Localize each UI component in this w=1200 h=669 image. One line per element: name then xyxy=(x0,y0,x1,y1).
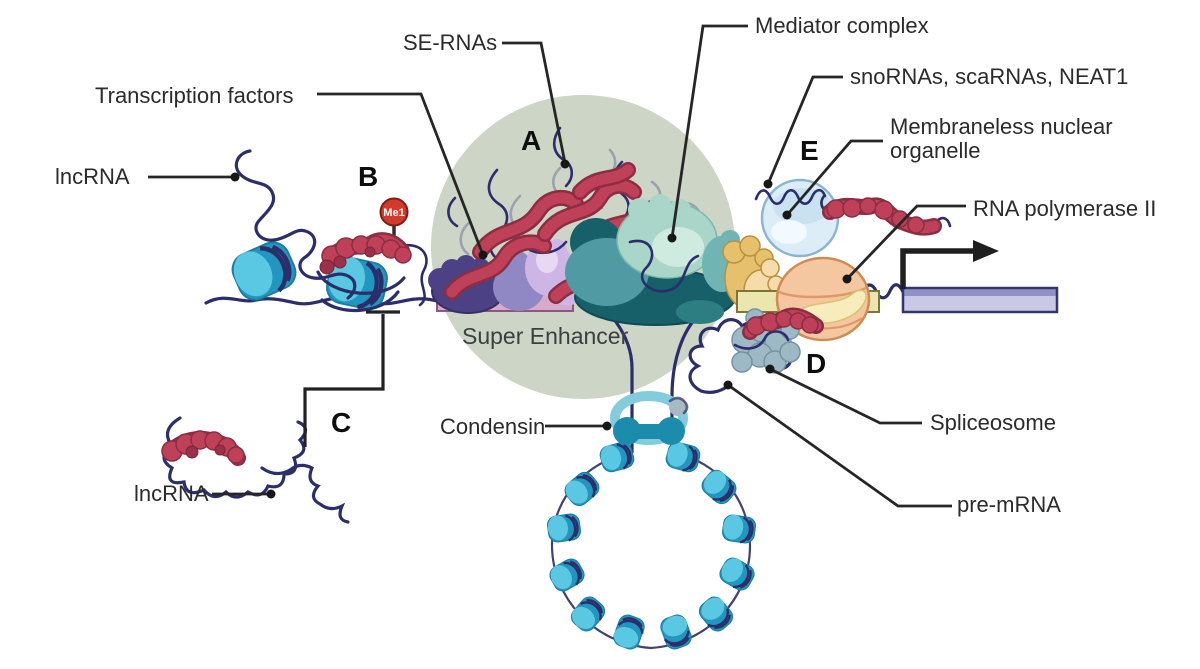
label-pre-mrna: pre-mRNA xyxy=(957,492,1061,517)
leader-pre-mrna xyxy=(723,380,952,508)
gene-body-box xyxy=(901,286,1059,314)
inhibition-arrow xyxy=(303,310,400,447)
panel-letter-c: C xyxy=(331,407,351,438)
leader-mediator xyxy=(667,24,748,243)
label-lncrna-bottom: lncRNA xyxy=(134,481,209,506)
label-condensin: Condensin xyxy=(440,414,545,439)
leader-lncrna-bottom xyxy=(212,489,276,499)
dna-right-segment xyxy=(858,283,905,300)
snorna-wave xyxy=(754,188,827,206)
leader-snornas xyxy=(763,75,843,189)
protein-chain-e xyxy=(820,194,952,236)
d-site-protein-chain xyxy=(742,307,824,340)
label-membraneless-line2: organelle xyxy=(890,138,981,163)
label-se-rnas: SE-RNAs xyxy=(403,30,497,55)
b-site-protein: Me1 xyxy=(319,197,412,275)
condensin-gray-subunit xyxy=(669,398,687,416)
label-super-enhancer: Super Enhancer xyxy=(462,323,629,349)
leader-membraneless xyxy=(782,139,883,220)
lncrna-bottom-squiggle xyxy=(161,416,350,524)
transcription-start-arrow xyxy=(900,240,999,289)
leader-rna-polymerase xyxy=(842,204,966,284)
leader-lncrna-top xyxy=(148,172,240,182)
loop-nucleosomes xyxy=(545,438,759,653)
me1-badge xyxy=(379,197,409,227)
leader-lines xyxy=(148,24,966,508)
chromatin-loop xyxy=(550,450,752,650)
label-transcription-factors: Transcription factors xyxy=(95,83,293,108)
pre-mrna-thread xyxy=(733,330,790,350)
label-rna-polymerase: RNA polymerase II xyxy=(973,196,1156,221)
lncrna-top-squiggle xyxy=(234,149,357,300)
leader-se-rnas xyxy=(502,41,570,169)
panel-letter-b: B xyxy=(358,161,378,192)
label-membraneless-line1: Membraneless nuclear xyxy=(890,114,1113,139)
label-mediator-complex: Mediator complex xyxy=(755,13,929,38)
label-lncrna-top: lncRNA xyxy=(55,164,130,189)
label-snornas: snoRNAs, scaRNAs, NEAT1 xyxy=(850,64,1128,89)
condensin-complex xyxy=(610,391,689,445)
leader-spliceosome xyxy=(765,364,922,425)
panel-letter-a: A xyxy=(521,125,541,156)
label-spliceosome: Spliceosome xyxy=(930,410,1056,435)
mediator-complex xyxy=(565,194,742,326)
leader-condensin xyxy=(545,421,612,431)
panel-letter-d: D xyxy=(806,348,826,379)
me1-badge-label: Me1 xyxy=(383,207,404,219)
nucleosome-left-1 xyxy=(227,236,301,305)
leader-transcription-factors xyxy=(317,92,488,260)
panel-letter-e: E xyxy=(800,135,819,166)
